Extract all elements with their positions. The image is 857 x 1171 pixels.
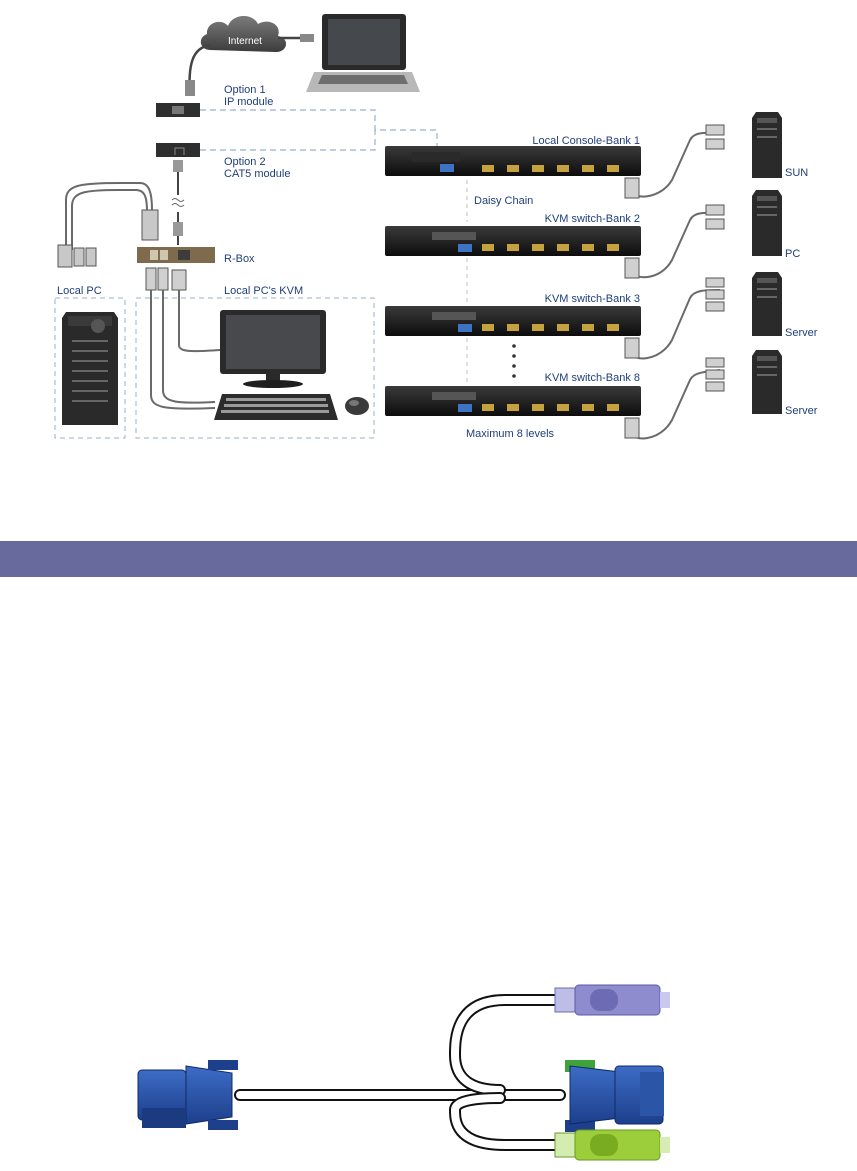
option2-label: Option 2 xyxy=(224,156,266,168)
cat5-module-icon xyxy=(156,143,200,157)
internet-label: Internet xyxy=(228,36,262,47)
rbox-output-plugs xyxy=(145,267,187,291)
bank2-label: KVM switch-Bank 2 xyxy=(545,213,640,225)
cat5-module-label: CAT5 module xyxy=(224,168,290,180)
server-tower-icon xyxy=(752,190,782,256)
vga-connector-right-icon xyxy=(565,1060,664,1132)
daisy-chain-label: Daisy Chain xyxy=(474,195,533,207)
local-pc-plugs xyxy=(57,209,159,268)
local-console-label: Local Console-Bank 1 xyxy=(532,135,640,147)
rj45-plug-icon xyxy=(300,34,314,42)
keyboard-icon xyxy=(214,394,338,420)
kvm-switch-bank2 xyxy=(385,226,641,256)
ps2-green-connector-icon xyxy=(554,1129,670,1161)
server-tower-icon xyxy=(752,272,782,336)
switch-side-plugs xyxy=(624,177,640,439)
ps2-purple-connector-icon xyxy=(554,984,670,1016)
server2-label: Server xyxy=(785,405,818,417)
vga-connector-left-icon xyxy=(137,1060,238,1130)
rj45-plug-icon xyxy=(185,80,195,96)
local-pc-cables xyxy=(65,182,153,250)
section-header-bar xyxy=(0,541,857,577)
kvm-switch-bank3 xyxy=(385,306,641,336)
server-tower-icon xyxy=(752,350,782,414)
kvm-switch-bank1 xyxy=(385,146,641,176)
rbox-icon xyxy=(137,247,215,263)
ellipsis-dots xyxy=(512,344,516,378)
laptop-icon xyxy=(306,14,420,92)
bank8-label: KVM switch-Bank 8 xyxy=(545,372,640,384)
local-pc-box xyxy=(54,297,126,439)
local-kvm-box xyxy=(135,297,375,439)
rj45-plug-icon xyxy=(173,222,183,236)
ip-module-label: IP module xyxy=(224,96,273,108)
rj45-plug-icon xyxy=(173,160,183,172)
pc-tower-icon xyxy=(62,312,118,425)
internet-cloud-icon xyxy=(200,15,287,52)
kvm-switch-bank8 xyxy=(385,386,641,416)
server-side-plugs xyxy=(705,124,725,392)
bank3-label: KVM switch-Bank 3 xyxy=(545,293,640,305)
rbox-label: R-Box xyxy=(224,253,255,265)
pc-label: PC xyxy=(785,248,800,260)
sun-label: SUN xyxy=(785,167,808,179)
local-kvm-label: Local PC's KVM xyxy=(224,285,303,297)
option-dashed-lines xyxy=(200,109,438,151)
kvm-cable-illustration xyxy=(137,984,670,1161)
server-tower-icon xyxy=(752,112,782,178)
server1-label: Server xyxy=(785,327,818,339)
max-levels-label: Maximum 8 levels xyxy=(466,428,555,440)
option1-label: Option 1 xyxy=(224,84,266,96)
local-kvm-cables xyxy=(150,290,221,410)
monitor-icon xyxy=(220,310,326,388)
ip-module-icon xyxy=(156,103,200,117)
mouse-icon xyxy=(345,397,369,415)
local-pc-label: Local PC xyxy=(57,285,102,297)
